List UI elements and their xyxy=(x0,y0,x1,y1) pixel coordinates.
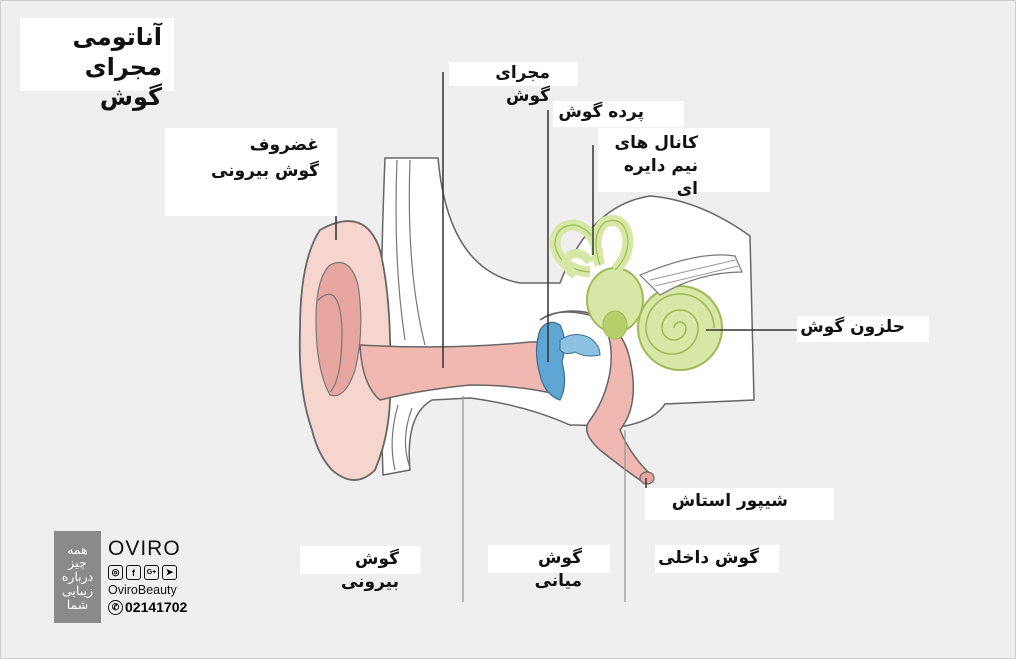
auditory-nerve xyxy=(638,254,743,296)
brand-name: OVIRO xyxy=(108,537,181,560)
label-cochlea: حلزون گوش xyxy=(797,316,929,342)
title-line-2: مجرای گوش xyxy=(84,53,162,111)
ossicles xyxy=(559,334,601,357)
label-ear-canal: مجرای گوش xyxy=(449,62,578,106)
telegram-icon[interactable]: ➤ xyxy=(162,565,177,580)
facebook-icon[interactable]: f xyxy=(126,565,141,580)
diagram-title: آناتومی مجرای گوش xyxy=(20,18,174,111)
label-middle-ear: گوش میانی xyxy=(488,545,610,591)
brand-slogan: همه چیز درباره زیبایی شما xyxy=(54,531,101,623)
semicircular-canal-3 xyxy=(561,249,594,279)
bone-groove xyxy=(395,159,406,341)
semicircular-canal-2-outline xyxy=(595,219,629,271)
eustachian-tube-end xyxy=(639,471,655,485)
label-eustachian-tube: شیپور استاش xyxy=(645,488,834,520)
bone-groove xyxy=(391,404,399,471)
eardrum-shape xyxy=(535,321,566,401)
phone-icon: ✆ xyxy=(108,599,123,615)
instagram-icon[interactable]: ◎ xyxy=(108,565,123,580)
bone-groove xyxy=(404,407,413,469)
social-icons: ◎ f G+ ➤ xyxy=(108,565,208,580)
title-line-1: آناتومی xyxy=(72,23,162,51)
label-outer-ear-cartilage: غضروف گوش بیرونی xyxy=(165,128,337,216)
brand-phone: ✆ 02141702 xyxy=(108,599,208,615)
label-inner-ear: گوش داخلی xyxy=(655,545,779,573)
label-semicircular-canals: کانال های نیم دایره ای xyxy=(598,128,770,199)
nerve-fibers xyxy=(649,259,739,287)
google-plus-icon[interactable]: G+ xyxy=(144,565,159,580)
cochlea-shape xyxy=(637,285,723,371)
phone-number: 02141702 xyxy=(125,599,188,615)
brand-handle: OviroBeauty xyxy=(108,583,177,597)
bone-groove xyxy=(408,159,426,346)
label-eardrum: پرده گوش xyxy=(553,101,684,127)
concha xyxy=(315,261,362,397)
cochlea-spiral xyxy=(645,293,715,355)
oval-window xyxy=(602,310,628,340)
label-outer-ear: گوش بیرونی xyxy=(300,546,421,592)
ear-canal-shape xyxy=(359,341,561,401)
brand-block: OVIRO ◎ f G+ ➤ OviroBeauty ✆ 02141702 xyxy=(108,537,208,615)
antihelix xyxy=(317,293,343,393)
